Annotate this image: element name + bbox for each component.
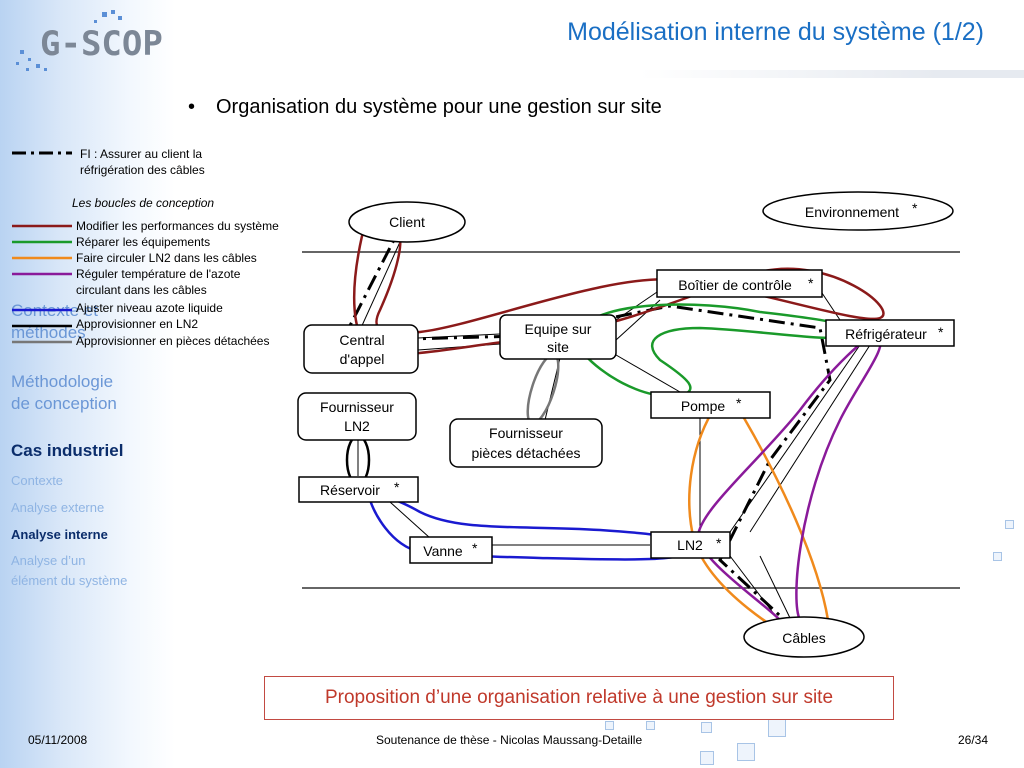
legend-fi-line1: FI : Assurer au client la [80, 147, 202, 161]
gscop-logo: G-SCOP [16, 10, 163, 71]
bullet-text: Organisation du système pour une gestion… [216, 96, 662, 118]
node-vanne [409, 536, 493, 564]
sidebar-item-label: Analyse d’un [11, 553, 86, 568]
node-ln2-label: LN2 [677, 537, 703, 553]
node-refrigerateur [825, 319, 955, 347]
loop-performance [352, 226, 885, 356]
node-vanne-label: Vanne [423, 543, 463, 559]
loop-reparer [575, 303, 853, 398]
caption-box: Proposition d’une organisation relative … [264, 676, 894, 720]
node-equipe-line1: Equipe sur [525, 321, 592, 337]
node-environnement-star: * [912, 200, 918, 216]
legend: FI : Assurer au client la réfrigération … [12, 147, 279, 348]
node-pompe [650, 391, 771, 419]
bullet-dot: • [188, 96, 196, 118]
title-underline [640, 70, 940, 78]
legend-label-performance: Modifier les performances du système [76, 219, 279, 233]
node-central-line2: d'appel [340, 351, 385, 367]
legend-label-reparer: Réparer les équipements [76, 235, 210, 249]
node-boitier [656, 269, 823, 298]
bullet-point: • Organisation du système pour une gestio… [188, 96, 662, 119]
nodes: Client Environnement * Boîtier de contrô… [297, 191, 955, 658]
sidebar-item-cas-industriel[interactable]: Cas industriel [11, 441, 124, 460]
sidebar-item-analyse-interne[interactable]: Analyse interne [11, 527, 108, 542]
node-environnement-label: Environnement [805, 204, 899, 220]
node-fournisseur-pieces-line1: Fournisseur [489, 425, 563, 441]
decor-square [701, 722, 712, 733]
legend-label-pieces: Approvisionner en pièces détachées [76, 334, 269, 348]
sidebar-item-label: Méthodologie [11, 372, 114, 391]
node-fournisseur-ln2-line2: LN2 [344, 418, 370, 434]
node-ln2 [650, 531, 731, 559]
connections [357, 241, 871, 623]
decor-square [605, 721, 614, 730]
node-reservoir-star: * [394, 479, 400, 495]
node-central-line1: Central [339, 332, 384, 348]
node-client [348, 201, 466, 243]
node-cables-label: Câbles [782, 630, 826, 646]
node-pompe-label: Pompe [681, 398, 726, 414]
decor-square [646, 721, 655, 730]
legend-label-ajuster: Ajuster niveau azote liquide [76, 301, 223, 315]
node-equipe-line2: site [547, 339, 569, 355]
loop-reguler [696, 334, 882, 628]
sidebar-item-contexte[interactable]: Contexte [11, 473, 64, 488]
legend-loops-title: Les boucles de conception [72, 196, 214, 210]
logo-text: G-SCOP [40, 24, 163, 64]
node-ln2-star: * [716, 535, 722, 551]
legend-label-reguler: Réguler température de l'azote [76, 267, 241, 281]
node-boitier-star: * [808, 275, 814, 291]
sidebar-item-label-2: élément du système [11, 573, 128, 588]
node-client-label: Client [389, 214, 425, 230]
legend-label-reguler-2: circulant dans les câbles [76, 283, 207, 297]
node-refrigerateur-label: Réfrigérateur [845, 326, 927, 342]
sidebar-item-methodologie[interactable]: Méthodologie de conception [11, 371, 117, 415]
node-central [303, 324, 419, 374]
title-underline-end [940, 70, 1024, 78]
node-environnement [762, 191, 954, 231]
system-organisation-diagram: FI : Assurer au client la réfrigération … [12, 147, 960, 658]
node-fournisseur-ln2 [297, 392, 417, 441]
footer-page-number: 26/34 [958, 733, 989, 747]
node-fournisseur-pieces-line2: pièces détachées [472, 445, 581, 461]
loop-approv-pieces [526, 353, 560, 425]
node-vanne-star: * [472, 540, 478, 556]
legend-label-circuler: Faire circuler LN2 dans les câbles [76, 251, 257, 265]
sidebar-item-label-2: méthodes [11, 323, 86, 342]
legend-fi-line2: réfrigération des câbles [80, 163, 205, 177]
sidebar-background [0, 0, 175, 768]
node-fournisseur-pieces [449, 418, 603, 468]
legend-label-ln2: Approvisionner en LN2 [76, 317, 198, 331]
node-reservoir [298, 476, 419, 503]
loop-circuler [688, 402, 833, 655]
node-pompe-star: * [736, 395, 742, 411]
sidebar-item-analyse-element[interactable]: Analyse d’un élément du système [11, 551, 127, 591]
page-title: Modélisation interne du système (1/2) [567, 18, 984, 46]
sidebar-item-analyse-externe[interactable]: Analyse externe [11, 500, 105, 515]
decor-square [993, 552, 1002, 561]
node-boitier-label: Boîtier de contrôle [678, 277, 792, 293]
node-cables [743, 616, 865, 658]
decor-square [700, 751, 714, 765]
fi-path [338, 235, 832, 627]
decor-square [1005, 520, 1014, 529]
decor-square [768, 719, 786, 737]
node-equipe [499, 314, 617, 360]
sidebar-item-label-2: de conception [11, 394, 117, 413]
node-fournisseur-ln2-line1: Fournisseur [320, 399, 394, 415]
footer-center: Soutenance de thèse - Nicolas Maussang-D… [376, 733, 643, 747]
footer-date: 05/11/2008 [28, 733, 88, 747]
decor-square [737, 743, 755, 761]
node-refrigerateur-star: * [938, 324, 944, 340]
node-reservoir-label: Réservoir [320, 482, 380, 498]
